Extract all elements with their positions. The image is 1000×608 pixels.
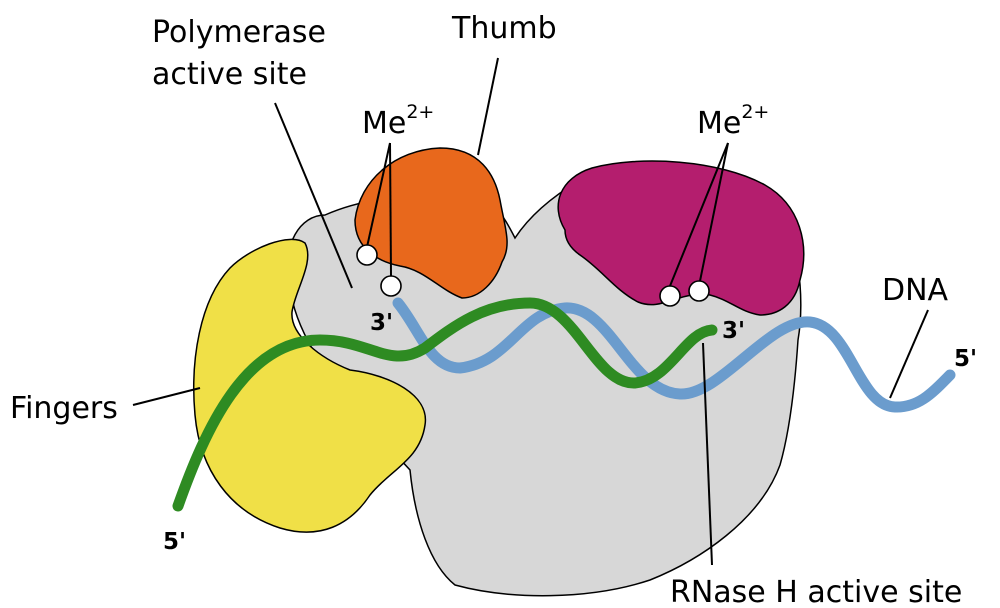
fingers-label: Fingers (10, 391, 118, 426)
metal-label-right: Me2+ (697, 101, 769, 141)
thumb-label: Thumb (451, 11, 557, 46)
thumb-leader-line (478, 58, 498, 155)
three-prime-right-label: 3' (722, 318, 745, 344)
five-prime-right-label: 5' (954, 346, 977, 372)
metal-left-leader-b (390, 143, 391, 276)
metal-ion-circle (660, 286, 680, 306)
polymerase-label-line2: active site (152, 57, 307, 92)
metal-label-right-base: Me (697, 106, 741, 141)
fingers-leader-line (133, 388, 200, 405)
metal-label-left-base: Me (362, 106, 406, 141)
metal-ion-circle (357, 245, 377, 265)
three-prime-left-label: 3' (370, 310, 393, 336)
metal-ion-circle (381, 276, 401, 296)
dna-leader-line (890, 310, 928, 398)
metal-label-right-superscript: 2+ (741, 101, 769, 123)
dna-label: DNA (882, 273, 949, 308)
metal-ion-circle (689, 281, 709, 301)
rnase-h-site-label: RNase H active site (670, 575, 962, 603)
polymerase-label-line1: Polymerase (152, 15, 326, 50)
metal-label-left-superscript: 2+ (406, 101, 434, 123)
metal-label-left: Me2+ (362, 101, 434, 141)
five-prime-bottom-label: 5' (163, 529, 186, 555)
